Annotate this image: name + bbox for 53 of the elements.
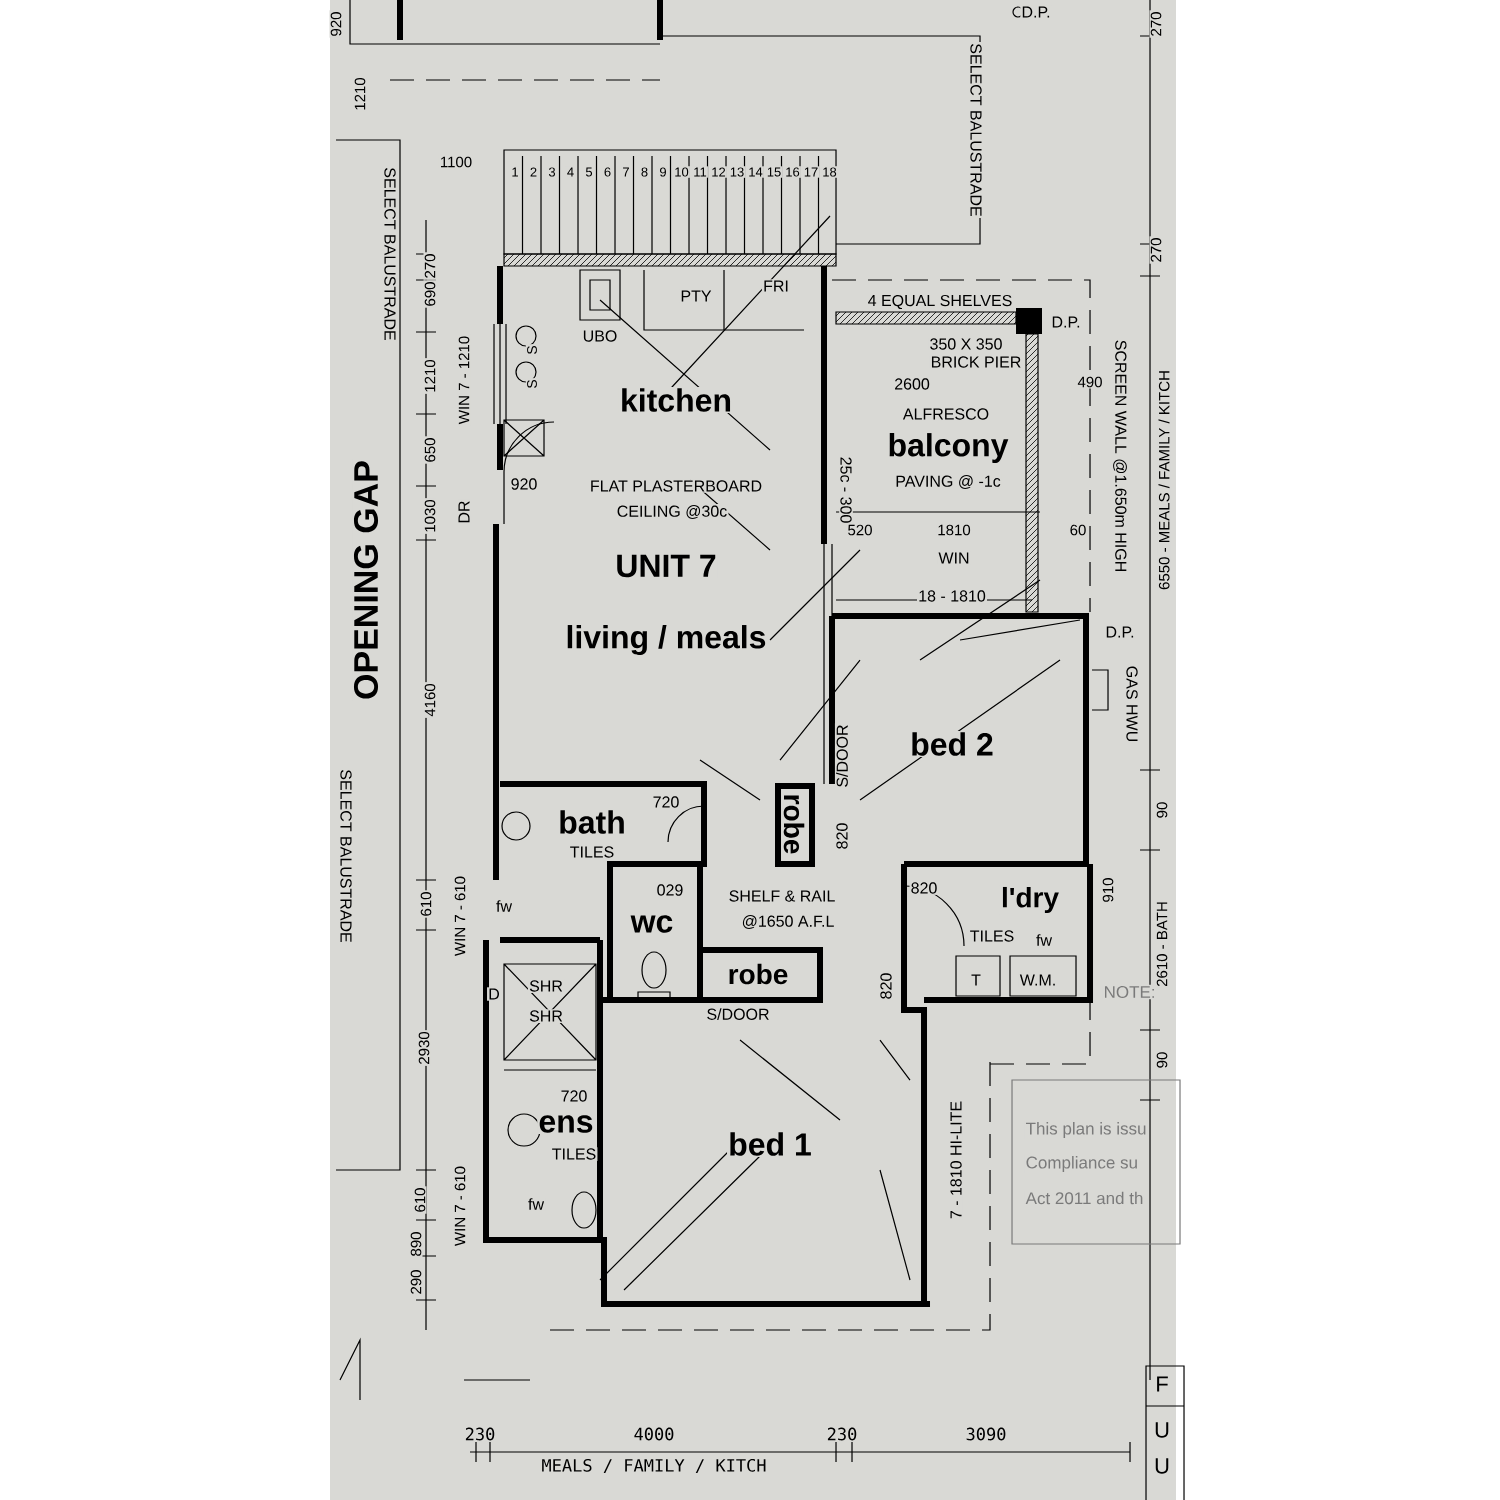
plan-note: D.P. [1050,315,1082,329]
plan-note: 7 - 1810 HI-LITE [949,1099,963,1221]
plan-note: SHR [527,1009,565,1023]
plan-note: W.M. [1018,973,1058,987]
plan-note: D [487,987,501,1001]
room-label: wc [629,914,675,934]
plan-note: 820 [909,881,939,895]
room-label: bed 2 [909,731,995,757]
plan-note: 820 [835,821,849,851]
plan-note: 029 [655,883,685,897]
dimension-label: 230 [463,1426,497,1442]
plan-note: ALFRESCO [901,407,991,421]
plan-note: 25c - 300 [839,455,853,525]
room-label: bath [557,809,627,835]
room-label: robe [782,792,806,856]
plan-note: 820 [879,971,893,1001]
plan-note: 720 [651,795,681,809]
room-label: balcony [886,431,1010,465]
plan-note: TILES [550,1147,598,1161]
plan-note: 920 [509,477,539,491]
plan-note: SHR [527,979,565,993]
room-label: bed 1 [727,1131,813,1157]
room-label: ens [537,1114,595,1134]
plan-note: SELECT BALUSTRADE [969,42,983,218]
plan-note: TILES [968,929,1016,943]
plan-note: D.P. [1020,5,1052,19]
dimension-label: 3090 [964,1426,1008,1442]
room-label: UNIT 7 [614,553,718,579]
plan-note: 18 - 1810 [917,589,987,603]
dimension-label: 4000 [632,1426,676,1442]
plan-note: FRI [761,279,791,293]
table-letter: F [1154,1375,1170,1393]
plan-note: DR [457,499,471,525]
room-label: l'dry [999,885,1061,915]
plan-note: SELECT BALUSTRADE [383,166,397,342]
plan-note: UBO [581,329,619,343]
plan-note: GAS HWU [1125,664,1139,744]
plan-note: PTY [679,289,713,303]
plan-note: TILES [568,845,616,859]
plan-note: D.P. [1104,625,1136,639]
plan-note: FLAT PLASTERBOARD [588,479,764,493]
plan-note: 720 [559,1089,589,1103]
plan-heading: OPENING GAP [352,458,380,702]
room-label: robe [726,962,790,986]
plan-note: SELECT BALUSTRADE [339,768,353,944]
room-label: living / meals [564,623,768,657]
room-label: kitchen [618,387,734,413]
plan-note: BRICK PIER [929,355,1023,369]
plan-note: 2600 [893,377,931,391]
dimension-label: 230 [825,1426,859,1442]
plan-note: 350 X 350 [928,337,1004,351]
plan-note: WIN [937,551,971,565]
plan-note: SHELF & RAIL [727,889,837,903]
